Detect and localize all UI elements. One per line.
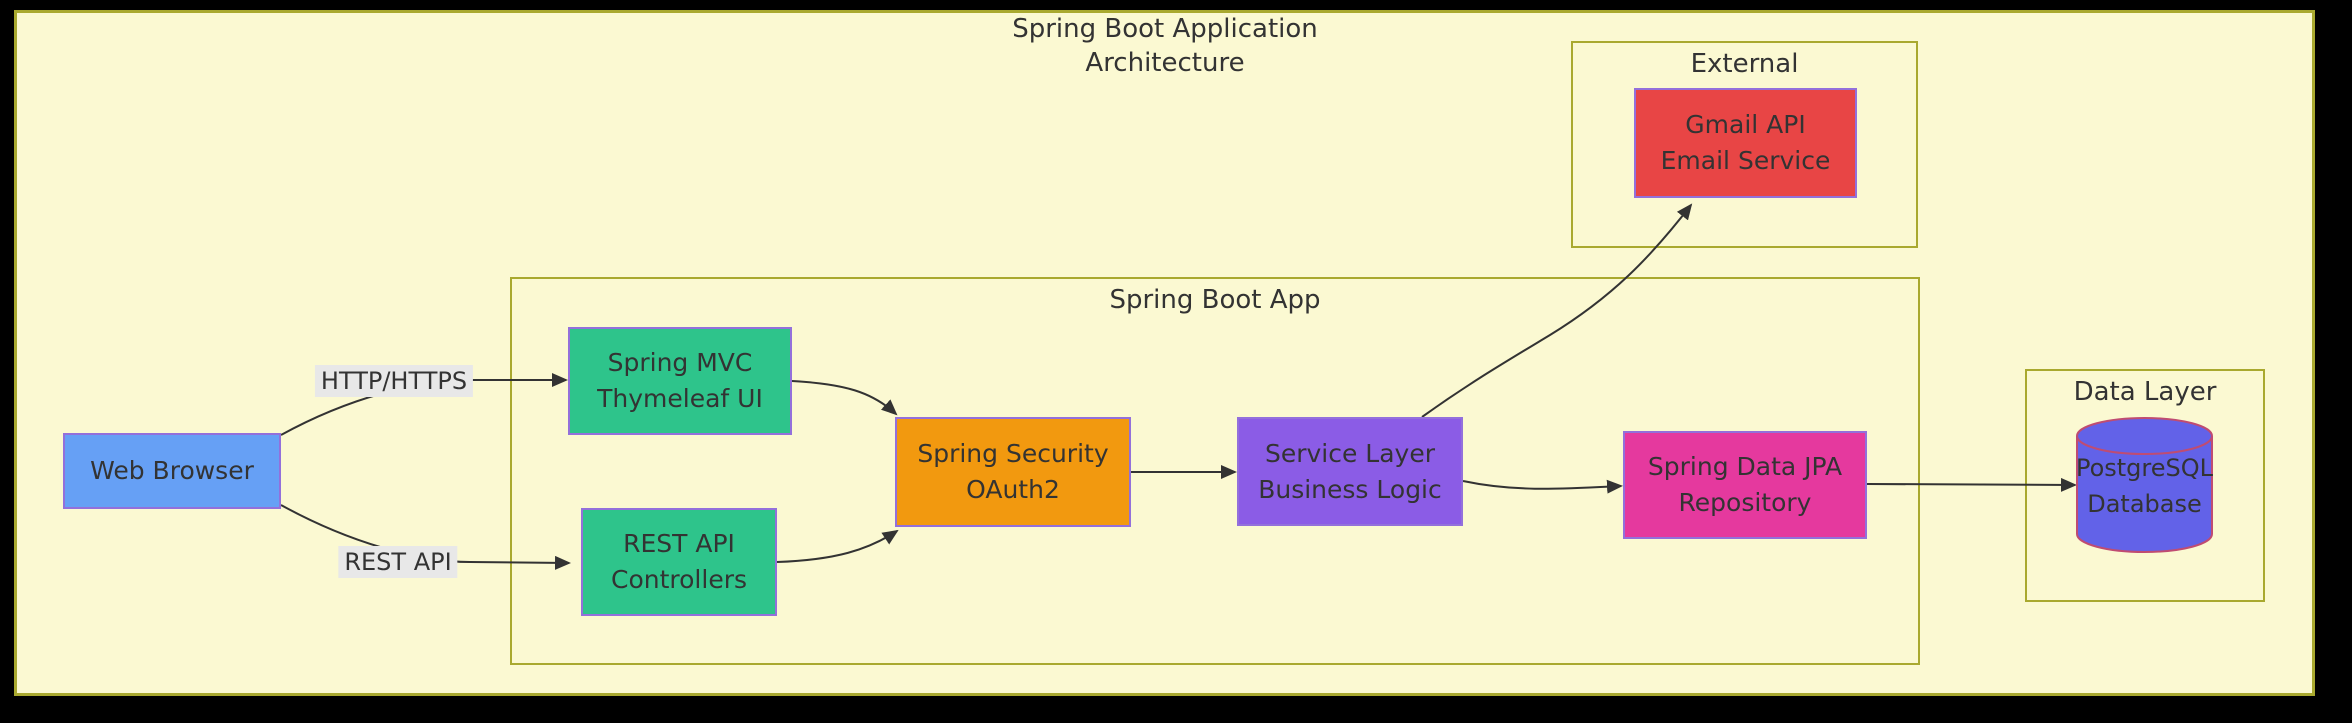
diagram-title: Spring Boot Application Architecture: [0, 12, 2330, 80]
node-spring-data-jpa-line1: Spring Data JPA: [1647, 452, 1843, 481]
node-postgresql-line2: Database: [2087, 490, 2202, 518]
diagram-title-line2: Architecture: [1085, 48, 1245, 78]
node-spring-security: Spring Security OAuth2: [895, 417, 1131, 527]
subgraph-external-label: External: [1690, 49, 1799, 79]
node-service-layer: Service Layer Business Logic: [1237, 417, 1463, 526]
subgraph-spring-boot-app: Spring Boot App: [510, 277, 1920, 665]
edge-label-http-https: HTTP/HTTPS: [314, 365, 474, 397]
diagram-canvas: [14, 10, 2315, 696]
edge-label-rest-api: REST API: [338, 546, 458, 578]
edge-service-to-jpa: [1462, 479, 1623, 494]
node-spring-security-line2: OAuth2: [966, 475, 1060, 504]
node-rest-api-line2: Controllers: [611, 565, 747, 594]
node-gmail-api: Gmail API Email Service: [1634, 88, 1857, 198]
edge-mvc-to-security: [791, 380, 898, 416]
diagram-title-line1: Spring Boot Application: [1012, 14, 1318, 44]
node-gmail-api-line2: Email Service: [1660, 146, 1831, 175]
node-spring-data-jpa: Spring Data JPA Repository: [1623, 431, 1867, 539]
node-spring-mvc-line1: Spring MVC: [607, 348, 753, 377]
subgraph-data-layer-label: Data Layer: [2073, 377, 2217, 407]
subgraph-spring-boot-app-label: Spring Boot App: [1109, 285, 1321, 315]
node-service-layer-line1: Service Layer: [1264, 438, 1436, 468]
node-postgresql-label: PostgreSQL Database: [2075, 450, 2214, 522]
subgraph-external: External: [1571, 41, 1918, 248]
node-spring-security-line1: Spring Security: [917, 439, 1109, 468]
edge-jpa-to-postgres: [1866, 477, 2077, 492]
node-spring-mvc-line2: Thymeleaf UI: [597, 384, 763, 413]
edge-service-to-gmail: [1421, 203, 1693, 418]
node-rest-api-line1: REST API: [623, 529, 735, 558]
node-spring-data-jpa-line2: Repository: [1678, 488, 1812, 517]
node-web-browser: Web Browser: [63, 433, 281, 509]
node-service-layer-line2: Business Logic: [1258, 474, 1442, 504]
subgraph-data-layer: Data Layer: [2025, 369, 2265, 602]
node-rest-api: REST API Controllers: [581, 508, 777, 616]
node-postgresql-line1: PostgreSQL: [2075, 454, 2214, 482]
node-gmail-api-line1: Gmail API: [1685, 110, 1806, 139]
node-spring-mvc: Spring MVC Thymeleaf UI: [568, 327, 792, 435]
database-cylinder-icon: [2076, 417, 2213, 553]
edge-rest-to-security: [776, 529, 899, 563]
node-web-browser-label: Web Browser: [90, 456, 254, 485]
